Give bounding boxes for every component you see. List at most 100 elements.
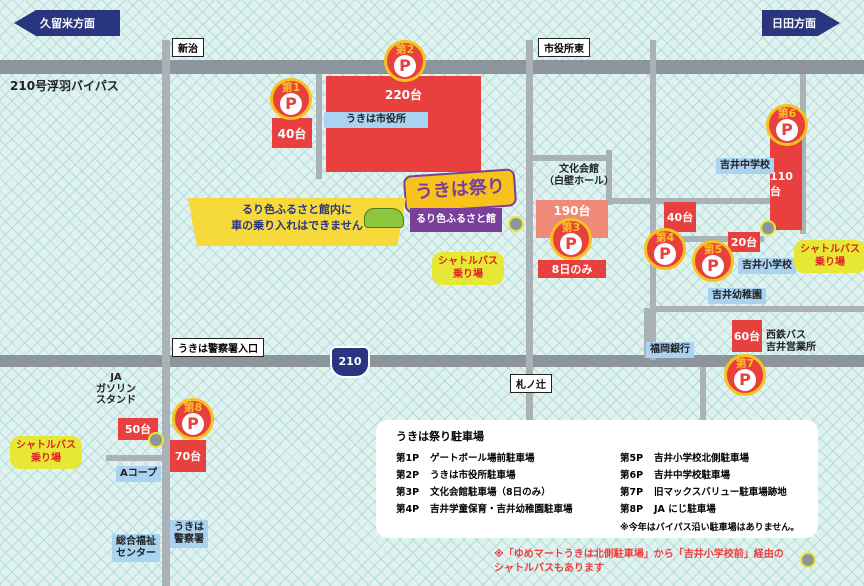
direction-left: 久留米方面 — [14, 10, 120, 36]
road-shiyakusho — [526, 40, 533, 420]
bypass-road — [0, 60, 864, 74]
footnote-shuttle-icon — [800, 552, 816, 568]
festival-logo-text: うきは祭り — [414, 175, 506, 204]
parking-p7-pin-label: 第7 — [735, 357, 755, 370]
road-school — [650, 236, 764, 242]
parking-icon: P — [702, 255, 724, 277]
a-coop-label: Aコープ — [116, 466, 162, 482]
yoshii-jhs-label: 吉井中学校 — [716, 158, 774, 174]
parking-p2-pin-label: 第2 — [395, 43, 415, 56]
shuttle-stop-center-label: シャトルバス 乗り場 — [432, 252, 504, 285]
road-sw — [106, 455, 164, 461]
road-lower-east — [700, 367, 706, 427]
parking-p3-pin-label: 第3 — [561, 221, 581, 234]
parking-p8-area-2: 50台 — [118, 418, 158, 440]
parking-p5-area: 20台 — [728, 232, 760, 252]
direction-right-label: 日田方面 — [772, 17, 816, 30]
shuttle-stop-west-icon — [148, 432, 164, 448]
intersection-shinji: 新治 — [172, 38, 204, 57]
road-shinji-w — [316, 74, 322, 179]
parking-p6-pin-label: 第6 — [777, 107, 797, 120]
no-entry-text: るり色ふるさと館内に 車の乗り入れはできません — [231, 203, 363, 232]
parking-p4-capacity: 40台 — [666, 211, 694, 224]
car-icon — [364, 208, 404, 228]
yoshii-es-label: 吉井小学校 — [738, 258, 796, 274]
route-210-number: 210 — [338, 355, 362, 368]
fukuoka-bank-label: 福岡銀行 — [646, 342, 694, 358]
route-210-road — [0, 355, 864, 367]
road-culture-diag — [606, 150, 612, 205]
parking-p5-pin-label: 第5 — [703, 243, 723, 256]
parking-p2-capacity: 220台 — [384, 88, 423, 102]
parking-icon: P — [182, 413, 204, 435]
road-far-east — [800, 74, 806, 234]
legend-note: ※今年はバイパス沿い駐車場はありません。 — [620, 523, 800, 533]
route-210-shield: 210 — [330, 346, 370, 378]
intersection-police-entrance: うきは警察署入口 — [172, 338, 264, 357]
bypass-label: 210号浮羽バイパス — [10, 79, 119, 93]
road-bank — [644, 308, 650, 358]
direction-left-label: 久留米方面 — [40, 17, 95, 30]
road-culture — [526, 155, 612, 161]
welfare-center-label: 総合福祉 センター — [112, 534, 160, 562]
furusato-kan-label: るり色ふるさと館 — [410, 208, 502, 232]
yoshii-kindergarten-label: 吉井幼稚園 — [708, 288, 766, 304]
culture-hall-label: 文化会館 （白壁ホール） — [544, 164, 614, 187]
parking-p4-area: 40台 — [664, 202, 696, 232]
intersection-fudanotsuji: 札ノ辻 — [510, 374, 552, 393]
parking-p8-capacity: 70台 — [174, 450, 202, 463]
parking-icon: P — [280, 93, 302, 115]
legend-title: うきは祭り駐車場 — [396, 430, 484, 443]
parking-p1-pin-label: 第1 — [281, 81, 301, 94]
shuttle-stop-east-icon — [760, 220, 776, 236]
parking-icon: P — [734, 369, 756, 391]
shuttle-stop-center-icon — [508, 216, 524, 232]
road-school-s — [650, 306, 864, 312]
parking-p8-capacity-2: 50台 — [124, 423, 152, 436]
parking-p1-area: 40台 — [272, 118, 312, 148]
intersection-shiyakusho: 市役所東 — [538, 38, 590, 57]
parking-p4-pin-label: 第4 — [655, 231, 675, 244]
furusato-kan-text: るり色ふるさと館 — [416, 214, 496, 225]
parking-p5-capacity: 20台 — [730, 236, 758, 249]
parking-icon: P — [560, 233, 582, 255]
parking-p6-capacity: 110台 — [770, 169, 793, 198]
shuttle-footnote: ※「ゆめマートうきは北側駐車場」から「吉井小学校前」経由の シャトルバスもありま… — [494, 549, 784, 574]
parking-icon: P — [394, 55, 416, 77]
parking-icon: P — [654, 243, 676, 265]
parking-p3-note: 8日のみ — [538, 260, 606, 278]
parking-p7-area: 60台 — [732, 320, 762, 352]
parking-icon: P — [776, 119, 798, 141]
shuttle-stop-west-label: シャトルバス 乗り場 — [10, 436, 82, 469]
ja-gas-label: JA ガソリン スタンド — [96, 372, 136, 406]
direction-right: 日田方面 — [762, 10, 840, 36]
parking-p3-note-label: 8日のみ — [551, 263, 593, 276]
parking-p6-area: 110台 — [770, 138, 802, 230]
police-label: うきは 警察署 — [170, 520, 208, 548]
road-yoshii — [612, 198, 806, 204]
city-hall-label: うきは市役所 — [324, 112, 428, 128]
parking-p3-capacity: 190台 — [553, 204, 591, 218]
road-shinji — [162, 40, 170, 586]
parking-p1-capacity: 40台 — [277, 126, 307, 141]
parking-p7-capacity: 60台 — [733, 330, 761, 343]
parking-p8-pin-label: 第8 — [183, 401, 203, 414]
parking-p8-area: 70台 — [170, 440, 206, 472]
